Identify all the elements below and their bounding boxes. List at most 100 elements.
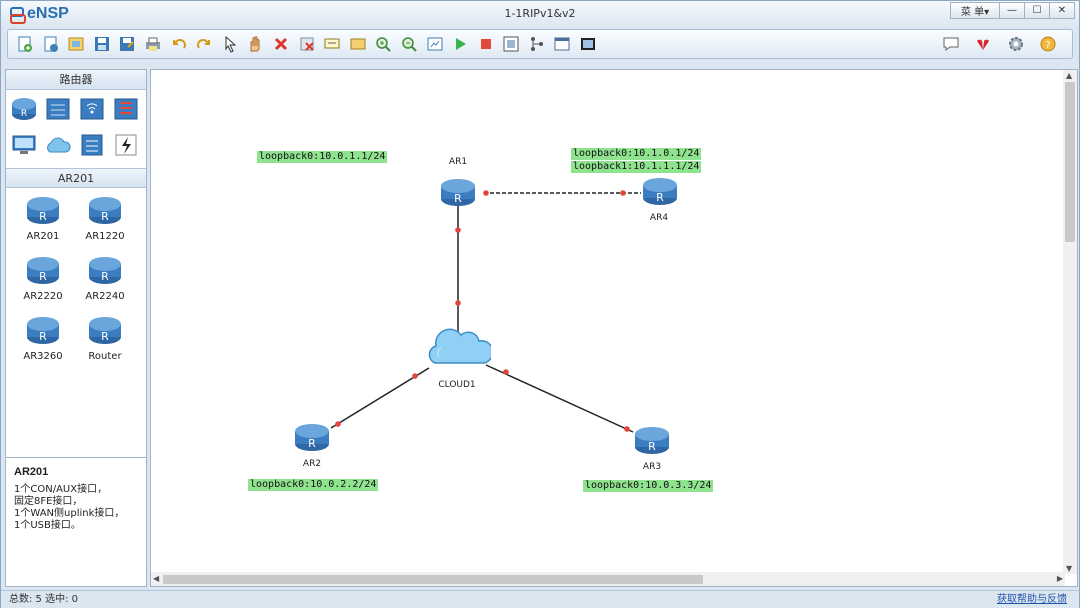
new-example-icon[interactable]: [41, 34, 61, 54]
save-icon[interactable]: [92, 34, 112, 54]
horizontal-scroll-thumb[interactable]: [163, 575, 703, 584]
scroll-right-icon[interactable]: ▶: [1056, 574, 1063, 583]
port-dot: [455, 227, 461, 233]
device-grid: R AR201 R AR1220 R AR2220 R AR2240 R AR3…: [6, 188, 146, 368]
console-icon[interactable]: [552, 34, 572, 54]
capture-icon[interactable]: [501, 34, 521, 54]
rectangle-icon[interactable]: [348, 34, 368, 54]
ensp-logo-icon: [9, 6, 26, 24]
open-icon[interactable]: [66, 34, 86, 54]
link-icon[interactable]: [111, 130, 141, 160]
help-feedback-link[interactable]: 获取帮助与反馈: [997, 594, 1067, 605]
vertical-scroll-thumb[interactable]: [1065, 82, 1075, 242]
help-icon[interactable]: ?: [1038, 34, 1058, 54]
node-label-ar4: AR4: [649, 213, 669, 223]
device-ar1220[interactable]: R AR1220: [74, 194, 136, 248]
node-label-cloud1: CLOUD1: [438, 380, 476, 390]
select-icon[interactable]: [220, 34, 240, 54]
router-ar2-icon[interactable]: R: [293, 420, 331, 454]
description-line: 1个USB接口。: [14, 520, 81, 531]
svg-text:R: R: [101, 330, 109, 343]
scroll-up-icon[interactable]: ▲: [1066, 71, 1073, 80]
other-device-icon[interactable]: [77, 130, 107, 160]
cloud1-icon[interactable]: [425, 321, 491, 369]
zoom-out-icon[interactable]: [399, 34, 419, 54]
new-topology-icon[interactable]: [15, 34, 35, 54]
device-ar3260[interactable]: R AR3260: [12, 314, 74, 368]
topology-icon[interactable]: [527, 34, 547, 54]
cloud-icon[interactable]: [43, 130, 73, 160]
status-bar: 总数: 5 选中: 0 获取帮助与反馈: [1, 590, 1079, 608]
port-dot: [624, 426, 630, 432]
toolbar-right: ?: [941, 34, 1064, 54]
redo-icon[interactable]: [194, 34, 214, 54]
device-label: AR201: [26, 231, 60, 242]
router-ar4-icon[interactable]: R: [641, 174, 679, 208]
horizontal-scrollbar[interactable]: ◀ ▶: [151, 572, 1065, 586]
router-icon[interactable]: R: [9, 94, 39, 124]
port-dot: [455, 300, 461, 306]
svg-text:R: R: [39, 210, 47, 223]
device-description: AR201 1个CON/AUX接口， 固定8FE接口， 1个WAN侧uplink…: [5, 457, 147, 587]
device-router[interactable]: R Router: [74, 314, 136, 368]
wireless-icon[interactable]: [77, 94, 107, 124]
settings-icon[interactable]: [1006, 34, 1026, 54]
maximize-button[interactable]: ☐: [1024, 2, 1050, 19]
node-label-ar1: AR1: [448, 157, 468, 167]
start-icon[interactable]: [450, 34, 470, 54]
svg-text:R: R: [101, 270, 109, 283]
device-ar201[interactable]: R AR201: [12, 194, 74, 248]
description-line: 1个WAN侧uplink接口，: [14, 508, 125, 519]
firewall-icon[interactable]: [111, 94, 141, 124]
screenshot-icon[interactable]: [578, 34, 598, 54]
delete-link-icon[interactable]: [297, 34, 317, 54]
port-dot: [483, 190, 489, 196]
undo-icon[interactable]: [169, 34, 189, 54]
svg-text:R: R: [101, 210, 109, 223]
close-button[interactable]: ✕: [1049, 2, 1075, 19]
category-title: 路由器: [6, 70, 146, 90]
loopback0-label-ar4[interactable]: loopback0:10.1.0.1/24: [571, 148, 702, 160]
pc-icon[interactable]: [9, 130, 39, 160]
loopback1-label-ar4[interactable]: loopback1:10.1.1.1/24: [571, 161, 702, 173]
device-label: AR2220: [23, 291, 63, 302]
huawei-icon[interactable]: [973, 34, 993, 54]
router-ar1-icon[interactable]: R: [439, 175, 477, 209]
chat-icon[interactable]: [941, 34, 961, 54]
router-icon: R: [27, 317, 59, 344]
description-title: AR201: [14, 466, 49, 478]
node-label-ar2: AR2: [302, 459, 322, 469]
device-ar2240[interactable]: R AR2240: [74, 254, 136, 308]
router-ar3-icon[interactable]: R: [633, 423, 671, 457]
fit-icon[interactable]: [425, 34, 445, 54]
text-icon[interactable]: [322, 34, 342, 54]
scroll-left-icon[interactable]: ◀: [153, 574, 160, 583]
delete-icon[interactable]: [271, 34, 291, 54]
svg-text:R: R: [39, 330, 47, 343]
zoom-in-icon[interactable]: [373, 34, 393, 54]
svg-text:R: R: [454, 192, 462, 205]
switch-icon[interactable]: [43, 94, 73, 124]
save-as-icon[interactable]: [117, 34, 137, 54]
menu-button[interactable]: 菜 单▾: [950, 2, 1000, 19]
device-ar2220[interactable]: R AR2220: [12, 254, 74, 308]
minimize-button[interactable]: —: [999, 2, 1025, 19]
link-cloud1-ar3[interactable]: [485, 364, 634, 433]
scroll-down-icon[interactable]: ▼: [1066, 564, 1073, 573]
device-label: AR3260: [23, 351, 63, 362]
topology-canvas[interactable]: R AR1 R AR4 R AR2 R AR3 CLOUD1 loopback0…: [150, 69, 1078, 587]
node-label-ar3: AR3: [642, 462, 662, 472]
svg-text:R: R: [308, 437, 316, 450]
loopback-label-ar1[interactable]: loopback0:10.0.1.1/24: [257, 151, 388, 163]
link-cloud1-ar2[interactable]: [330, 367, 430, 429]
svg-text:R: R: [656, 191, 664, 204]
print-icon[interactable]: [143, 34, 163, 54]
stop-icon[interactable]: [476, 34, 496, 54]
description-line: 固定8FE接口，: [14, 496, 83, 507]
router-icon: R: [27, 257, 59, 284]
loopback-label-ar2[interactable]: loopback0:10.0.2.2/24: [248, 479, 379, 491]
pan-icon[interactable]: [245, 34, 265, 54]
loopback-label-ar3[interactable]: loopback0:10.0.3.3/24: [583, 480, 714, 492]
vertical-scrollbar[interactable]: ▲ ▼: [1063, 70, 1077, 574]
